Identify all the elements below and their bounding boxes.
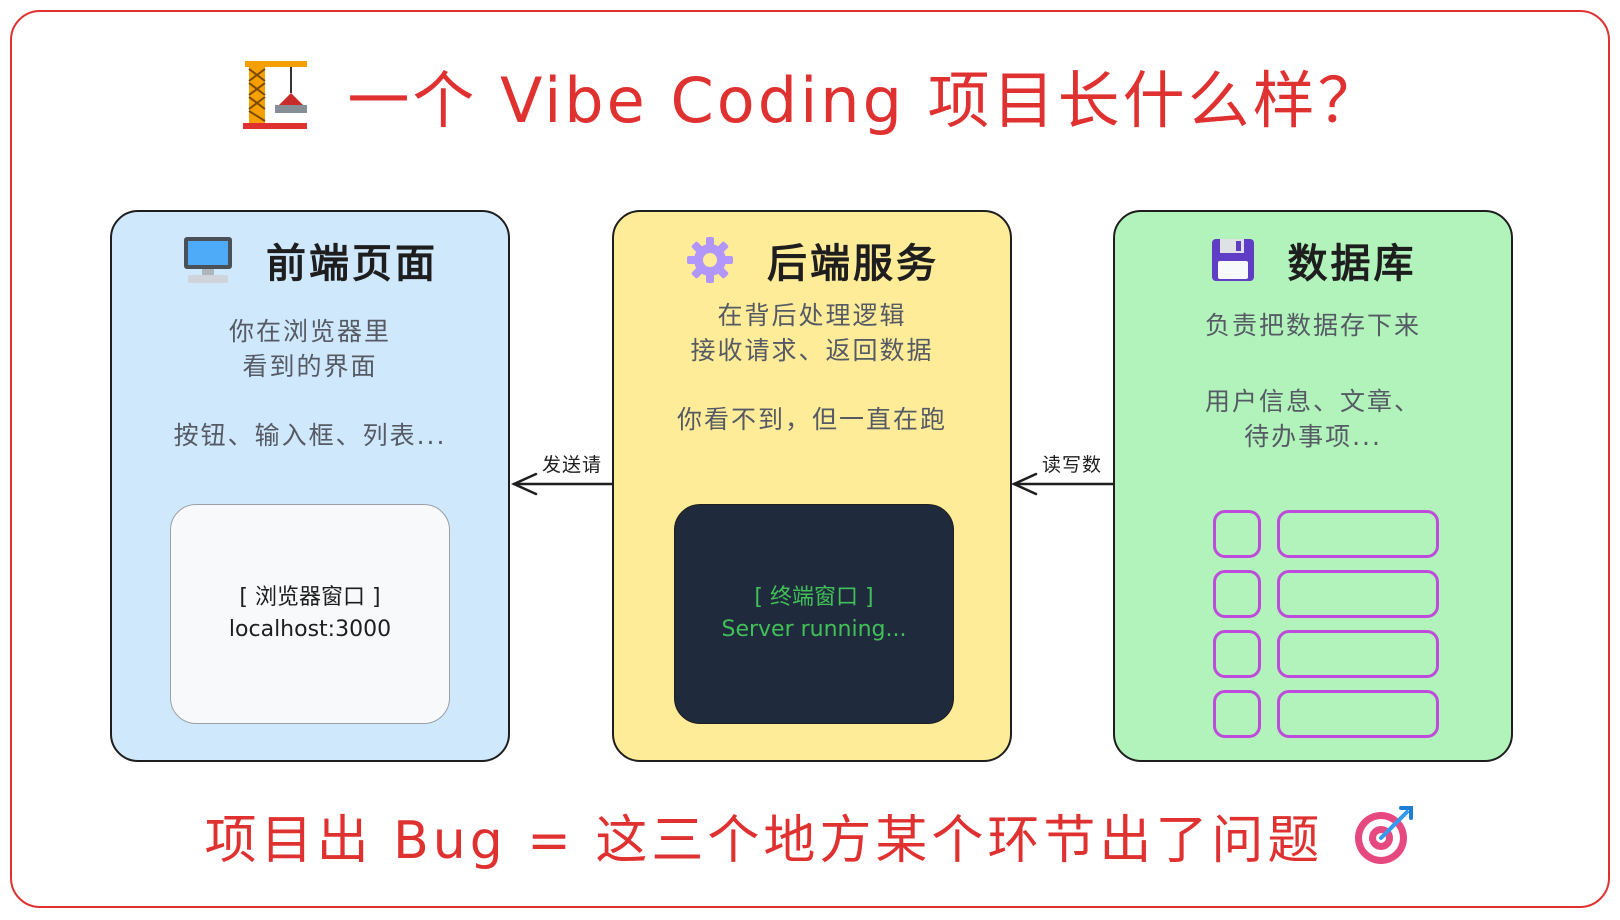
table-cell-value xyxy=(1277,630,1439,678)
backend-desc-3: 你看不到，但一直在跑 xyxy=(676,405,947,434)
construction-crane-icon xyxy=(243,61,308,129)
browser-window-url: localhost:3000 xyxy=(228,617,392,642)
database-card: 数据库 负责把数据存下来 用户信息、文章、 待办事项... xyxy=(1113,210,1513,762)
table-cell-value xyxy=(1277,690,1439,738)
table-row xyxy=(1213,510,1443,558)
database-desc-3: 待办事项... xyxy=(1244,422,1382,451)
table-cell-value xyxy=(1277,510,1439,558)
backend-desc-1: 在背后处理逻辑 xyxy=(717,301,907,330)
gear-icon xyxy=(687,237,733,283)
terminal-status: Server running... xyxy=(721,617,907,642)
database-heading: 数据库 xyxy=(1115,230,1511,290)
frontend-card: 前端页面 你在浏览器里 看到的界面 按钮、输入框、列表... [ 浏览器窗口 ]… xyxy=(110,210,510,762)
frontend-desc-1: 你在浏览器里 xyxy=(228,317,391,346)
terminal-window-label: [ 终端窗口 ] xyxy=(754,585,874,610)
bullseye-target-icon xyxy=(1355,806,1414,864)
browser-window-label: [ 浏览器窗口 ] xyxy=(239,585,381,610)
page-title: 一个 Vibe Coding 项目长什么样？ xyxy=(0,50,1620,140)
arrow-label-request: 发送请 xyxy=(542,454,603,476)
backend-heading-text: 后端服务 xyxy=(767,241,939,287)
page-title-text: 一个 Vibe Coding 项目长什么样？ xyxy=(347,64,1383,137)
table-row xyxy=(1213,630,1443,678)
table-cell-key xyxy=(1213,510,1261,558)
frontend-heading: 前端页面 xyxy=(112,230,508,290)
browser-window: [ 浏览器窗口 ] localhost:3000 xyxy=(170,504,450,724)
table-cell-key xyxy=(1213,630,1261,678)
table-row xyxy=(1213,690,1443,738)
table-cell-key xyxy=(1213,570,1261,618)
database-desc-1: 负责把数据存下来 xyxy=(1204,311,1421,340)
database-heading-text: 数据库 xyxy=(1287,241,1417,287)
table-cell-value xyxy=(1277,570,1439,618)
footer-text: 项目出 Bug = 这三个地方某个环节出了问题 xyxy=(204,810,1324,871)
footer-message: 项目出 Bug = 这三个地方某个环节出了问题 xyxy=(0,795,1620,875)
backend-heading: 后端服务 xyxy=(614,230,1010,290)
floppy-disk-icon xyxy=(1211,239,1254,281)
desktop-computer-icon xyxy=(184,237,232,283)
table-cell-key xyxy=(1213,690,1261,738)
frontend-desc-3: 按钮、输入框、列表... xyxy=(173,421,447,450)
terminal-window: [ 终端窗口 ] Server running... xyxy=(674,504,954,724)
database-desc-2: 用户信息、文章、 xyxy=(1204,387,1421,416)
frontend-heading-text: 前端页面 xyxy=(266,241,438,287)
table-row xyxy=(1213,570,1443,618)
backend-card: 后端服务 在背后处理逻辑 接收请求、返回数据 你看不到，但一直在跑 [ 终端窗口… xyxy=(612,210,1012,762)
frontend-desc-2: 看到的界面 xyxy=(242,352,378,381)
arrow-label-readwrite: 读写数 xyxy=(1042,454,1103,476)
backend-desc-2: 接收请求、返回数据 xyxy=(690,336,934,365)
